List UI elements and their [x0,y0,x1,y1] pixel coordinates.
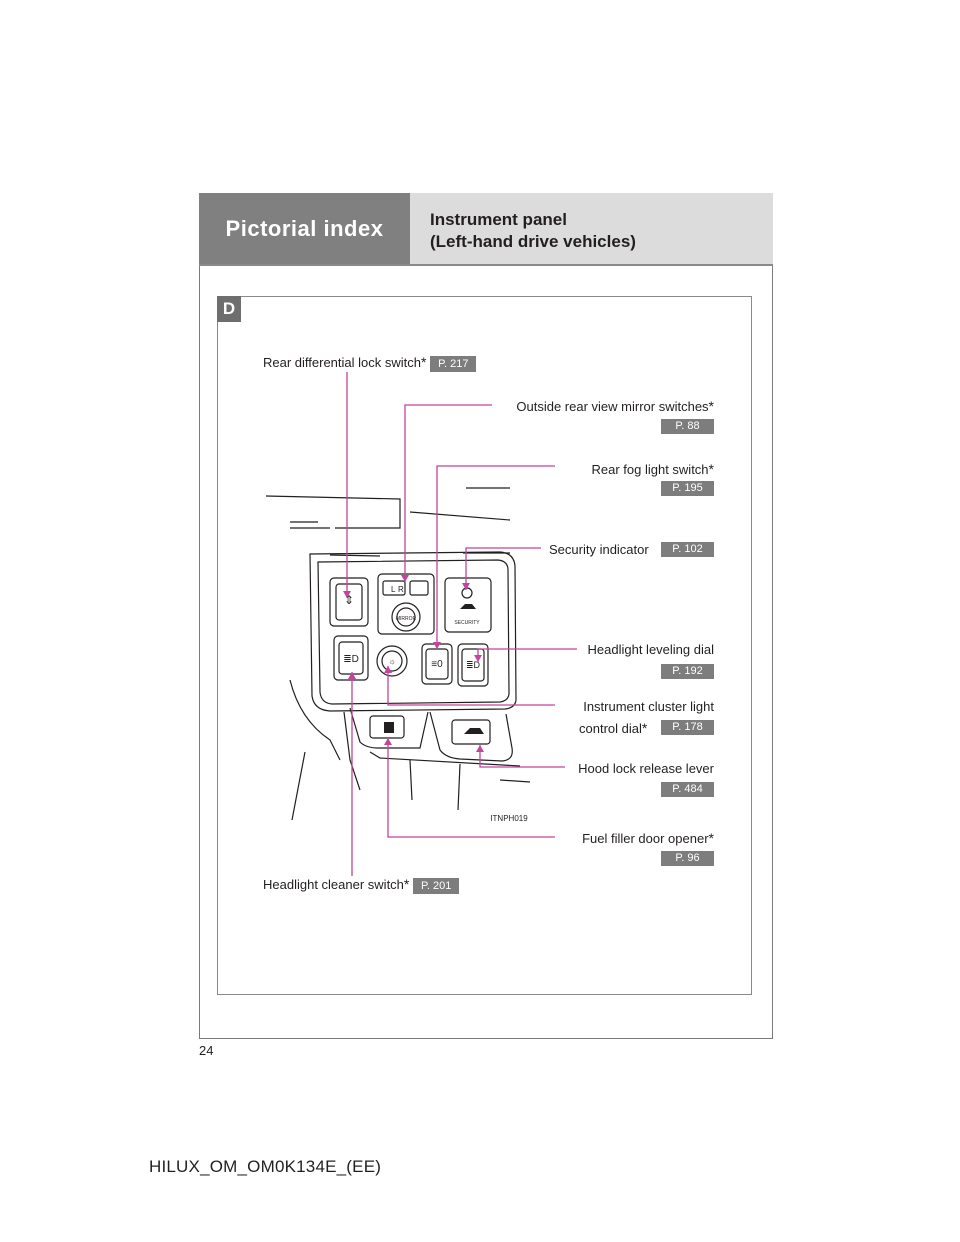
svg-text:≣D: ≣D [343,654,359,665]
section-badge: D [217,296,241,322]
section-title: Pictorial index [199,193,410,265]
image-code: ITNPH019 [490,814,528,823]
callout-fuel-label: Fuel filler door opener [582,831,709,846]
page-ref-88[interactable]: P. 88 [661,419,714,434]
svg-text:≡0: ≡0 [431,659,443,670]
mirror-label: MIRROR [396,616,417,622]
page-ref-195[interactable]: P. 195 [661,481,714,496]
callout-leveling: Headlight leveling dial [588,642,714,657]
callout-rear-fog: Rear fog light switch* [591,461,714,477]
page-ref-484[interactable]: P. 484 [661,782,714,797]
callout-security: Security indicator [549,542,649,557]
page-ref-178[interactable]: P. 178 [661,720,714,735]
callout-cleaner: Headlight cleaner switch* P. 201 [263,876,460,894]
callout-cluster-line1: Instrument cluster light [583,699,714,714]
page-ref-96[interactable]: P. 96 [661,851,714,866]
page-ref-192[interactable]: P. 192 [661,664,714,679]
page-ref-201[interactable]: P. 201 [412,878,460,894]
svg-text:≣D: ≣D [466,660,481,670]
header-divider [199,264,773,266]
callout-cluster-label2: control dial [579,721,642,736]
asterisk-icon: * [403,876,410,892]
page-title-line2: (Left-hand drive vehicles) [430,232,636,251]
callout-rear-fog-label: Rear fog light switch [591,462,709,477]
asterisk-icon: * [708,461,714,477]
callout-hood-label: Hood lock release lever [578,761,714,776]
callout-cluster-line2: control dial* [579,720,647,736]
callout-cleaner-label: Headlight cleaner switch [263,877,404,892]
callout-fuel: Fuel filler door opener* [582,830,714,846]
callout-cluster-label1: Instrument cluster light [583,699,714,714]
mirror-left-label: L [391,585,396,594]
asterisk-icon: * [708,830,714,846]
mirror-right-label: R [398,585,404,594]
page-ref-102[interactable]: P. 102 [661,542,714,557]
callout-hood: Hood lock release lever [578,761,714,776]
callout-mirror-label: Outside rear view mirror switches [516,399,709,414]
page-number: 24 [199,1043,214,1058]
callout-security-label: Security indicator [549,542,649,557]
callout-leveling-label: Headlight leveling dial [587,642,714,657]
page-title: Instrument panel (Left-hand drive vehicl… [410,193,773,265]
page-ref-217[interactable]: P. 217 [430,356,477,372]
illustration-box [217,296,752,995]
svg-text:⇕: ⇕ [344,593,354,607]
document-code: HILUX_OM_OM0K134E_(EE) [149,1157,382,1176]
page-title-line1: Instrument panel [430,210,567,229]
callout-rear-diff-label: Rear differential lock switch [263,355,421,370]
security-label: SECURITY [454,620,480,626]
callout-rear-diff: Rear differential lock switch* P. 217 [263,354,477,372]
svg-text:☼: ☼ [388,657,395,666]
asterisk-icon: * [421,354,427,370]
asterisk-icon: * [641,720,648,736]
asterisk-icon: * [708,398,714,414]
callout-mirror: Outside rear view mirror switches* [516,398,714,414]
